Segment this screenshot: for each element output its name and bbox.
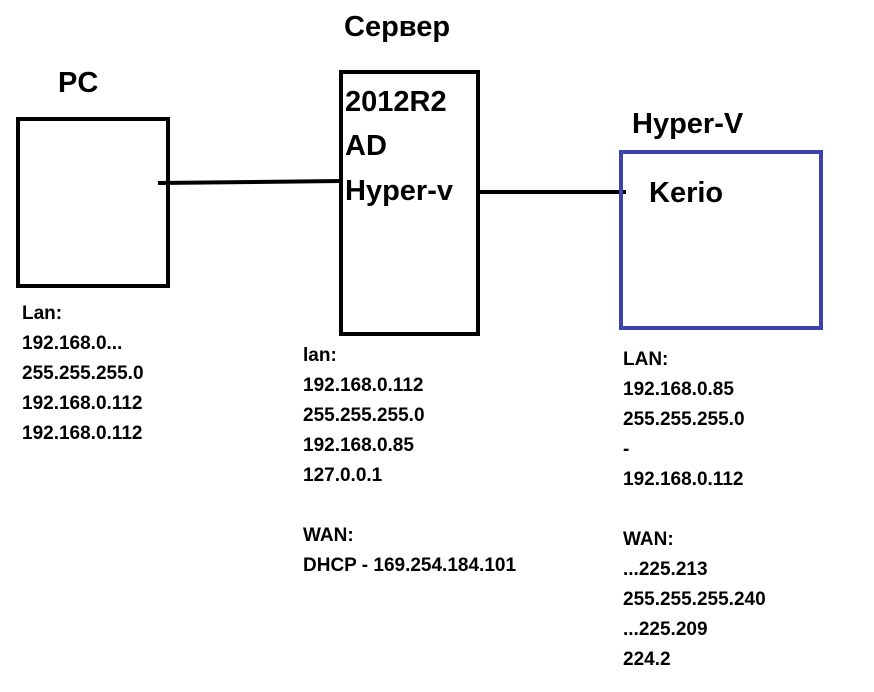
server-network-info: lan: 192.168.0.112 255.255.255.0 192.168… [303, 341, 516, 581]
hyperv-info-line: LAN: [623, 349, 669, 370]
server-info-line: DHCP - 169.254.184.101 [303, 555, 517, 576]
server-title: Сервер [344, 11, 451, 43]
hyperv-info-line: ...225.209 [623, 619, 708, 640]
hyperv-info-line: 255.255.255.240 [623, 589, 766, 610]
pc-title: PC [58, 67, 99, 99]
kerio-label: Kerio [649, 177, 724, 209]
hyperv-info-line: WAN: [623, 529, 674, 550]
hyperv-box [619, 150, 823, 330]
hyperv-info-line: 192.168.0.112 [623, 469, 744, 490]
server-info-line: 192.168.0.85 [303, 435, 414, 456]
pc-network-info: Lan: 192.168.0... 255.255.255.0 192.168.… [22, 299, 144, 449]
pc-info-line: 192.168.0.112 [22, 423, 143, 444]
hyperv-title: Hyper-V [632, 108, 744, 140]
pc-info-line: 192.168.0.112 [22, 393, 143, 414]
server-info-line: lan: [303, 345, 337, 366]
pc-info-line: Lan: [22, 303, 63, 324]
hyperv-info-line: 192.168.0.85 [623, 379, 734, 400]
server-role-label: AD [345, 130, 387, 162]
pc-info-line: 255.255.255.0 [22, 363, 144, 384]
hyperv-info-line [623, 495, 766, 525]
server-info-line: 255.255.255.0 [303, 405, 425, 426]
hyperv-network-info: LAN: 192.168.0.85 255.255.255.0 - 192.16… [623, 345, 766, 675]
server-info-line: WAN: [303, 525, 354, 546]
pc-server-link [157, 179, 342, 185]
server-info-line [303, 491, 516, 521]
server-hypervisor-label: Hyper-v [345, 175, 453, 207]
server-box [339, 70, 480, 336]
pc-box [16, 117, 170, 288]
server-os-label: 2012R2 [345, 86, 447, 118]
hyperv-info-line: 224.2 [623, 649, 671, 670]
hyperv-info-line: 255.255.255.0 [623, 409, 745, 430]
hyperv-info-line: - [623, 439, 630, 460]
pc-info-line: 192.168.0... [22, 333, 123, 354]
hyperv-info-line: ...225.213 [623, 559, 708, 580]
server-info-line: 192.168.0.112 [303, 375, 424, 396]
server-info-line: 127.0.0.1 [303, 465, 383, 486]
